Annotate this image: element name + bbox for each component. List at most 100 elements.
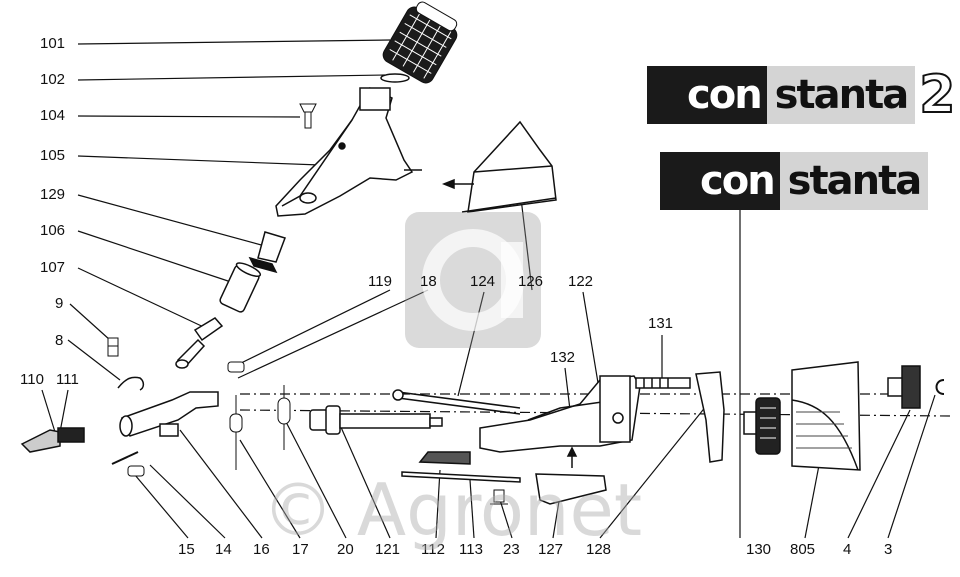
- leader-23: [499, 499, 513, 539]
- label-9: 9: [55, 295, 64, 312]
- part-101-grip: [382, 1, 458, 84]
- part-4-nut: [887, 365, 921, 409]
- label-17: 17: [292, 541, 309, 558]
- leader-17: [239, 439, 301, 539]
- part-105-lever: [275, 87, 422, 217]
- leader-20: [284, 419, 347, 539]
- leader-105: [77, 155, 321, 166]
- label-122: 122: [568, 273, 594, 290]
- leader-14: [149, 464, 226, 539]
- label-127: 127: [538, 541, 564, 558]
- part-15-bushing: [127, 465, 145, 477]
- leader-3: [887, 394, 936, 539]
- leader-129: [77, 194, 266, 247]
- part-122-body: [479, 375, 641, 453]
- part-129-clip: [248, 231, 286, 274]
- part-119-bushing: [227, 361, 245, 373]
- label-106: 106: [40, 222, 66, 239]
- label-130: 130: [746, 541, 772, 558]
- brand-dark-part: con: [660, 152, 780, 210]
- leader-132: [564, 367, 571, 411]
- label-3: 3: [884, 541, 893, 558]
- part-131-bolt: [635, 377, 691, 389]
- leader-119: [234, 289, 391, 367]
- leader-8: [67, 339, 121, 381]
- label-102: 102: [40, 71, 66, 88]
- part-106-sleeve: [219, 262, 262, 313]
- label-129: 129: [40, 186, 66, 203]
- part-23-screw: [490, 489, 508, 505]
- brand-light-part: stanta: [779, 152, 929, 210]
- part-17-pin: [229, 395, 243, 470]
- leader-128: [599, 394, 716, 539]
- label-105: 105: [40, 147, 66, 164]
- agronet-logo-watermark: [405, 212, 541, 348]
- label-112: 112: [421, 541, 445, 558]
- brand-dark-part: con: [647, 66, 767, 124]
- part-121-shaft: [309, 405, 443, 435]
- part-20-washer: [277, 385, 291, 450]
- label-20: 20: [337, 541, 354, 558]
- leader-805: [804, 459, 821, 539]
- label-132: 132: [550, 349, 576, 366]
- part-124-rod: [392, 389, 521, 415]
- part-8-spring: [117, 376, 145, 391]
- part-805-housing: [791, 361, 861, 471]
- label-119: 119: [368, 273, 392, 290]
- label-805: 805: [790, 541, 816, 558]
- leader-104: [77, 115, 301, 118]
- leader-107: [77, 267, 211, 331]
- leader-124: [457, 291, 485, 397]
- label-110: 110: [20, 371, 44, 388]
- part-9-pin: [107, 337, 119, 357]
- leader-106: [77, 230, 241, 286]
- part-112-113-plates: [401, 451, 521, 483]
- label-131: 131: [648, 315, 674, 332]
- leader-110: [41, 389, 56, 433]
- leader-18: [237, 289, 429, 379]
- leader-102: [77, 74, 386, 81]
- label-23: 23: [503, 541, 520, 558]
- part-110-111-grip: [20, 427, 85, 453]
- label-113: 113: [459, 541, 483, 558]
- label-104: 104: [40, 107, 66, 124]
- label-124: 124: [470, 273, 496, 290]
- leader-15: [134, 474, 189, 539]
- leader-16: [179, 429, 263, 539]
- part-16-tube: [119, 391, 219, 437]
- part-104-screw: [299, 103, 317, 129]
- leader-101: [77, 39, 391, 45]
- part-102-ring: [380, 73, 410, 83]
- leader-113: [469, 479, 475, 539]
- label-126: 126: [518, 273, 544, 290]
- part-127-bracket: [535, 446, 607, 505]
- leader-121: [339, 424, 391, 539]
- label-107: 107: [40, 259, 66, 276]
- label-8: 8: [55, 332, 64, 349]
- part-107-link: [175, 317, 224, 369]
- label-111: 111: [56, 371, 79, 388]
- label-18: 18: [420, 273, 437, 290]
- label-4: 4: [843, 541, 852, 558]
- brand-light-part: stanta: [766, 66, 916, 124]
- leader-126: [519, 189, 533, 291]
- part-126-cover: [441, 120, 557, 213]
- label-14: 14: [215, 541, 232, 558]
- label-101: 101: [40, 35, 66, 52]
- label-128: 128: [586, 541, 612, 558]
- leader-122: [582, 291, 601, 396]
- leader-112: [435, 469, 441, 539]
- leader-111: [59, 389, 69, 433]
- part-128-bracket: [695, 371, 725, 463]
- brand-number: 2: [918, 65, 956, 125]
- label-121: 121: [375, 541, 401, 558]
- label-16: 16: [253, 541, 270, 558]
- label-15: 15: [178, 541, 195, 558]
- part-130-gear: [743, 397, 781, 455]
- part-14-rod: [111, 451, 139, 465]
- watermark-text: © Agronet: [262, 468, 643, 552]
- leader-9: [69, 303, 111, 341]
